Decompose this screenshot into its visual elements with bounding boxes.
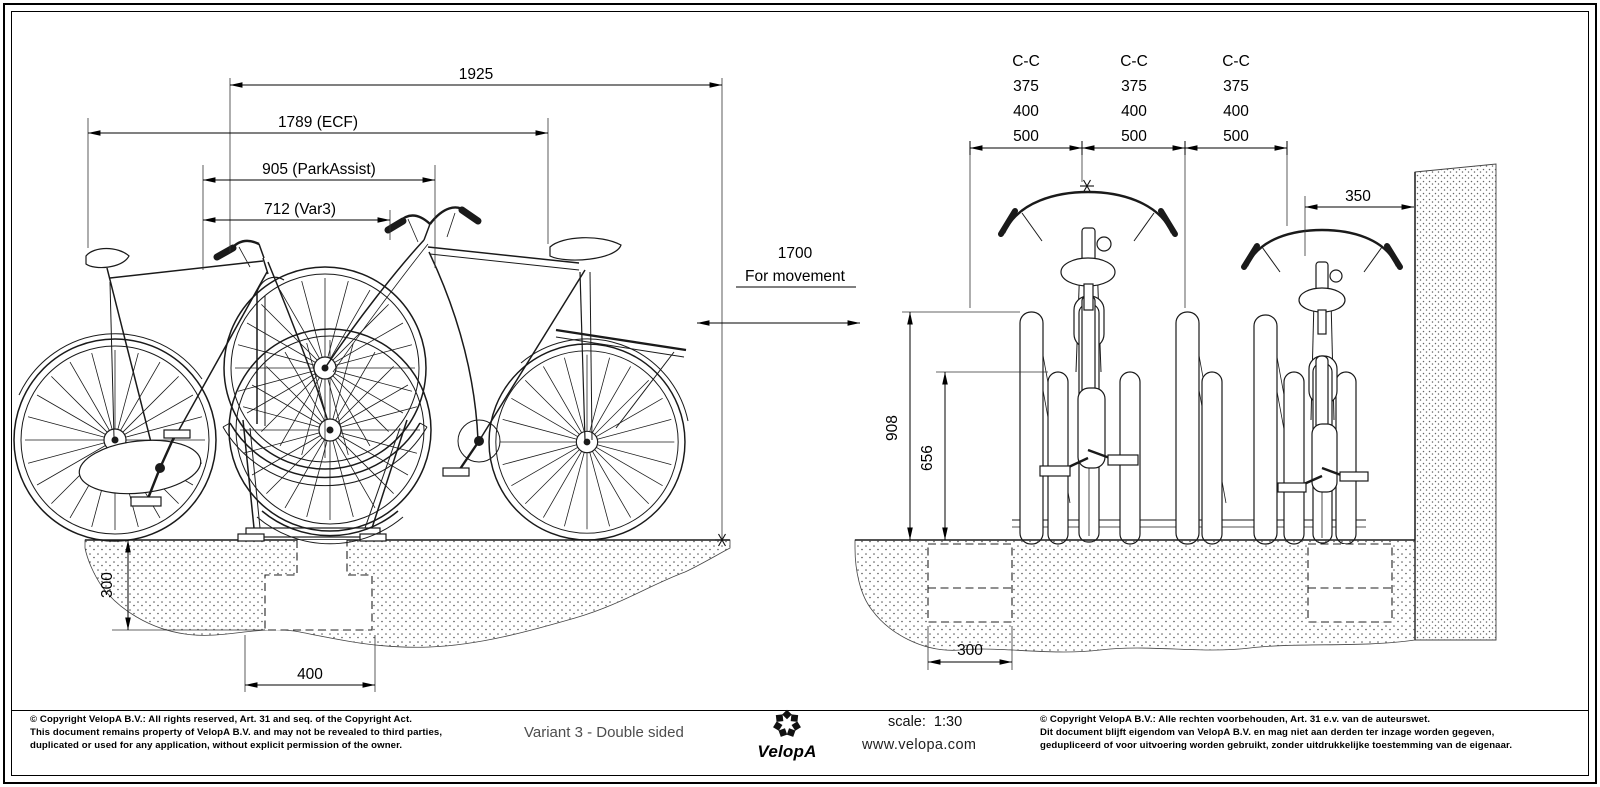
cc-col3-500: 500	[1223, 128, 1249, 145]
cc-col3-375: 375	[1223, 78, 1249, 95]
copyright-en-line-3: duplicated or used for any application, …	[30, 740, 403, 751]
saddle	[85, 247, 130, 269]
scale-label: scale: 1:30	[888, 714, 963, 730]
bike-left-side	[13, 239, 432, 542]
dim-movement-caption: For movement	[745, 268, 846, 285]
handlebar	[1002, 190, 1174, 234]
technical-drawing: 1925 1789 (ECF) 905 (ParkAssist) 712 (Va…	[13, 53, 1497, 692]
rear-wheel	[488, 343, 686, 541]
copyright-en-line-1: © Copyright VelopA B.V.: All rights rese…	[30, 714, 413, 725]
cc-col1-375: 375	[1013, 78, 1039, 95]
front-view-dimensions: 350 908 656 300	[884, 188, 1414, 670]
side-view: 1925 1789 (ECF) 905 (ParkAssist) 712 (Va…	[13, 66, 860, 692]
handlebar	[1245, 228, 1399, 267]
pedal	[1339, 471, 1369, 482]
cc-dimension: C-C 375 400 500 C-C 375 400 500 C-C 375 …	[969, 53, 1288, 308]
dim-high-height-label: 908	[884, 415, 901, 441]
cc-col3-400: 400	[1223, 103, 1249, 120]
cc-col2-title: C-C	[1120, 53, 1148, 70]
rack-side	[222, 276, 428, 545]
velopa-flower-icon	[773, 709, 801, 737]
cc-col1-400: 400	[1013, 103, 1039, 120]
dim-movement-value: 1700	[778, 245, 813, 262]
bike-front-high	[998, 179, 1178, 543]
rear-fender	[18, 333, 203, 396]
rear-wheel	[13, 338, 217, 542]
chain-guard	[1311, 423, 1338, 493]
foundation-side	[264, 540, 373, 631]
cc-col3-title: C-C	[1222, 53, 1250, 70]
copyright-dutch: © Copyright VelopA B.V.: Alle rechten vo…	[1040, 713, 1512, 752]
dim-total-width-label: 1925	[459, 66, 493, 83]
fork	[324, 239, 425, 369]
copyright-english: © Copyright VelopA B.V.: All rights rese…	[30, 713, 442, 752]
website-text: www.velopa.com	[862, 737, 977, 753]
dim-foundation-width-front-label: 300	[957, 642, 983, 659]
copyright-en-line-2: This document remains property of VelopA…	[30, 727, 443, 738]
chain-guard	[78, 439, 202, 495]
saddle	[549, 237, 622, 261]
cc-col2-500: 500	[1121, 128, 1147, 145]
dim-var3-label: 712 (Var3)	[264, 201, 336, 218]
copyright-nl-line-3: gedupliceerd of voor uitvoering worden g…	[1040, 740, 1513, 751]
rear-carrier	[555, 328, 687, 352]
front-view: C-C 375 400 500 C-C 375 400 500 C-C 375 …	[854, 53, 1497, 670]
title-block-divider	[11, 710, 1589, 711]
dim-ecf-label: 1789 (ECF)	[278, 114, 358, 131]
rack-tubes-front	[1019, 311, 1357, 545]
pedal	[1039, 465, 1071, 477]
pedal	[1277, 482, 1307, 493]
dim-wall-distance-label: 350	[1345, 188, 1371, 205]
cc-col1-500: 500	[1013, 128, 1039, 145]
cc-col1-title: C-C	[1012, 53, 1040, 70]
copyright-nl-line-2: Dit document blijft eigendom van VelopA …	[1040, 727, 1495, 738]
bell	[1329, 269, 1343, 283]
ground-side	[84, 539, 731, 648]
copyright-nl-line-1: © Copyright VelopA B.V.: Alle rechten vo…	[1040, 714, 1431, 725]
pedal	[1107, 454, 1139, 466]
foundations-front	[927, 543, 1393, 623]
wall	[1414, 163, 1497, 641]
dim-low-height-label: 656	[919, 445, 936, 471]
variant-label: Variant 3 - Double sided	[524, 724, 684, 741]
chain-guard	[1077, 387, 1106, 469]
rear-fender	[520, 338, 689, 422]
velopa-logo: VelopA	[748, 709, 826, 762]
dim-foundation-width-label: 400	[297, 666, 323, 683]
pedal	[442, 467, 470, 477]
saddle	[1298, 287, 1346, 313]
bell	[1096, 236, 1112, 252]
cc-col2-400: 400	[1121, 103, 1147, 120]
bike-right-side	[223, 206, 689, 541]
dim-parkassist-label: 905 (ParkAssist)	[262, 161, 376, 178]
pedal	[130, 496, 162, 507]
logo-text: VelopA	[757, 742, 817, 761]
bike-front-low	[1241, 228, 1403, 544]
dim-foundation-depth-label: 300	[99, 572, 116, 598]
cc-col2-375: 375	[1121, 78, 1147, 95]
chainring	[457, 419, 501, 463]
saddle	[1060, 257, 1116, 287]
side-view-dimensions: 1925 1789 (ECF) 905 (ParkAssist) 712 (Va…	[87, 66, 860, 692]
